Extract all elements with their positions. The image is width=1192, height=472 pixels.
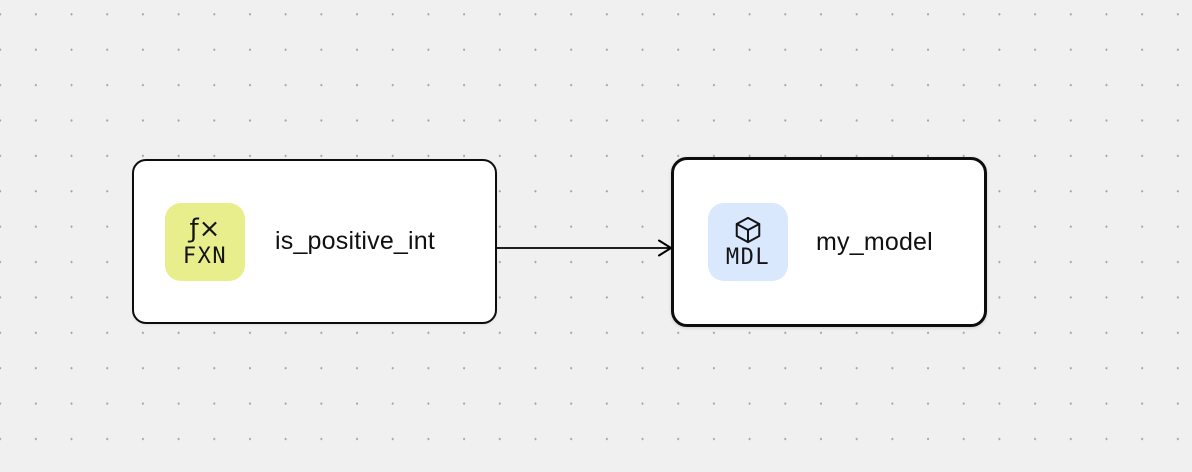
node-label: my_model xyxy=(816,227,933,256)
function-icon: ƒ× xyxy=(189,214,221,244)
node-is-positive-int[interactable]: ƒ× FXN is_positive_int xyxy=(132,159,497,324)
badge-label: FXN xyxy=(182,244,228,269)
node-badge: MDL xyxy=(708,203,788,281)
badge-label: MDL xyxy=(725,244,771,270)
node-label: is_positive_int xyxy=(275,227,436,255)
cube-icon xyxy=(733,215,763,245)
edge-arrow[interactable] xyxy=(497,239,672,257)
node-my-model[interactable]: MDL my_model xyxy=(671,157,987,327)
node-badge: ƒ× FXN xyxy=(165,202,245,281)
